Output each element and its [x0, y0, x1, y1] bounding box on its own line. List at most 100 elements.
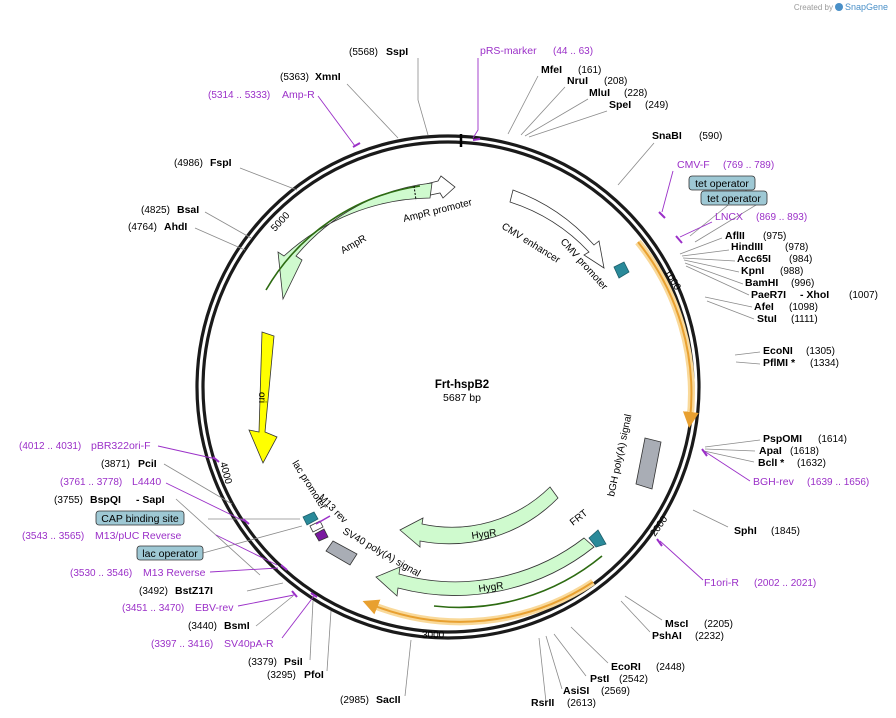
label-frt: FRT	[568, 508, 590, 529]
primer-mark-f1ori	[656, 538, 663, 547]
site-rsrii-pos: (2613)	[567, 698, 596, 709]
site-stui-pos: (1111)	[791, 314, 818, 325]
primer-f1ori-pos: (2002 .. 2021)	[754, 578, 816, 589]
label-cmv-enhancer: CMV enhancer	[499, 221, 562, 266]
lac-operator-feature	[302, 511, 319, 526]
leader-lac-operator	[202, 525, 303, 554]
site-bsai-pos: (4825)	[141, 205, 170, 216]
label-lac-promoter: lac promoter	[289, 459, 328, 513]
site-ahdi-pos: (4764)	[128, 222, 157, 233]
primer-mark-ebv	[291, 590, 298, 598]
leader-sphi	[692, 509, 729, 528]
site-kpni-pos: (988)	[780, 266, 803, 277]
leader-rsrii	[538, 637, 547, 703]
label-bgh-polya: bGH poly(A) signal	[606, 413, 634, 497]
leader-stui	[706, 300, 755, 320]
leader-tet2	[694, 198, 767, 243]
sv40-polya-box	[325, 540, 358, 566]
m13-rev-feature	[314, 528, 329, 542]
leader-mfei	[507, 75, 539, 135]
snapgene-logo-icon	[834, 3, 843, 11]
site-mlui-pos: (228)	[624, 88, 647, 99]
site-econi-pos: (1305)	[806, 346, 835, 357]
site-asisi-pos: (2569)	[601, 686, 630, 697]
site-nrui-pos: (208)	[604, 76, 627, 87]
tick-2000: 2000	[648, 514, 670, 539]
bgh-polya-box	[635, 437, 662, 490]
leader-pflmi	[735, 361, 761, 365]
leader-ecori	[570, 626, 609, 664]
pleader-m13puc	[215, 534, 278, 566]
leader-ahdi	[194, 227, 246, 251]
primer-mark-l4440	[242, 518, 250, 525]
site-pspomi: PspOMI	[763, 433, 802, 445]
leader-msci	[624, 595, 663, 621]
site-spei: SpeI	[609, 99, 631, 111]
pleader-m13rev	[209, 567, 279, 573]
leader-asisi	[545, 635, 563, 690]
site-fspi-pos: (4986)	[174, 158, 203, 169]
orf-arc-2-line	[362, 581, 594, 623]
site-pcii: PciI	[138, 458, 157, 470]
pleader-l4440	[165, 482, 247, 523]
boxed-features: tet operator tet operator CAP binding si…	[95, 175, 768, 561]
site-pshai: PshAI	[652, 630, 682, 642]
primer-mark-bghrev	[701, 448, 708, 457]
primer-mark-prs	[472, 138, 481, 141]
primer-m13puc-pos: (3543 .. 3565)	[22, 531, 84, 542]
site-bsmi-pos: (3440)	[188, 621, 217, 632]
site-acc65i: Acc65I	[737, 253, 771, 265]
ampr-junction	[413, 185, 417, 201]
primer-pbr322-pos: (4012 .. 4031)	[19, 441, 81, 452]
m13-primer-mark	[315, 515, 331, 525]
primer-ampr: Amp-R	[282, 89, 315, 101]
leader-bspqi	[175, 498, 261, 576]
site-msci-pos: (2205)	[704, 619, 733, 630]
site-paer7i-pos: (1007)	[849, 290, 878, 301]
pleader-lncx	[679, 221, 713, 238]
plasmid-length: 5687 bp	[443, 392, 481, 404]
primer-sv40pa-pos: (3397 .. 3416)	[151, 639, 213, 650]
frt-box	[588, 529, 607, 548]
primer-ampr-pos: (5314 .. 5333)	[208, 90, 270, 101]
label-ori: ori	[256, 392, 267, 403]
lac-operator-label: lac operator	[142, 548, 198, 560]
lac-promoter-feature	[309, 520, 324, 533]
leader-aflii	[679, 237, 723, 255]
primer-prs: pRS-marker	[480, 45, 537, 57]
cmv-enhancer-arrow	[509, 189, 605, 269]
site-bcli: BclI *	[758, 457, 785, 469]
site-mlui: MluI	[589, 87, 610, 99]
site-sphi: SphI	[734, 525, 757, 537]
leader-bstz17i	[246, 582, 284, 592]
primer-ebv: EBV-rev	[195, 602, 234, 614]
site-fspi: FspI	[210, 157, 232, 169]
label-hygr-lower: HygR	[478, 581, 504, 595]
site-afei-pos: (1098)	[789, 302, 818, 313]
site-psti: PstI	[590, 673, 609, 685]
site-bsai: BsaI	[177, 204, 199, 216]
lac-operator-box	[136, 545, 204, 561]
site-mfei: MfeI	[541, 64, 562, 76]
primer-sv40pa: SV40pA-R	[224, 638, 274, 650]
leader-pfoi	[326, 610, 332, 672]
site-bstz17i-pos: (3492)	[139, 586, 168, 597]
primer-bghrev-pos: (1639 .. 1656)	[807, 477, 869, 488]
site-rsrii: RsrII	[531, 697, 554, 709]
site-aflii-pos: (975)	[763, 231, 786, 242]
leader-xmni	[346, 83, 399, 139]
hygr-upper-arrow	[399, 486, 559, 548]
site-bamhi-pos: (996)	[791, 278, 814, 289]
leader-psii	[309, 600, 314, 661]
site-pshai-pos: (2232)	[695, 631, 724, 642]
site-pcii-pos: (3871)	[101, 459, 130, 470]
ori-arrow	[248, 331, 278, 464]
leader-apai	[704, 448, 756, 452]
leader-bcli	[703, 450, 755, 463]
primer-bghrev: BGH-rev	[753, 476, 795, 488]
site-aflii: AflII	[725, 230, 745, 242]
site-bamhi: BamHI	[745, 277, 778, 289]
site-mfei-pos: (161)	[578, 65, 601, 76]
primer-lncx: LNCX	[715, 211, 743, 223]
watermark-brand: SnapGene	[844, 2, 888, 12]
